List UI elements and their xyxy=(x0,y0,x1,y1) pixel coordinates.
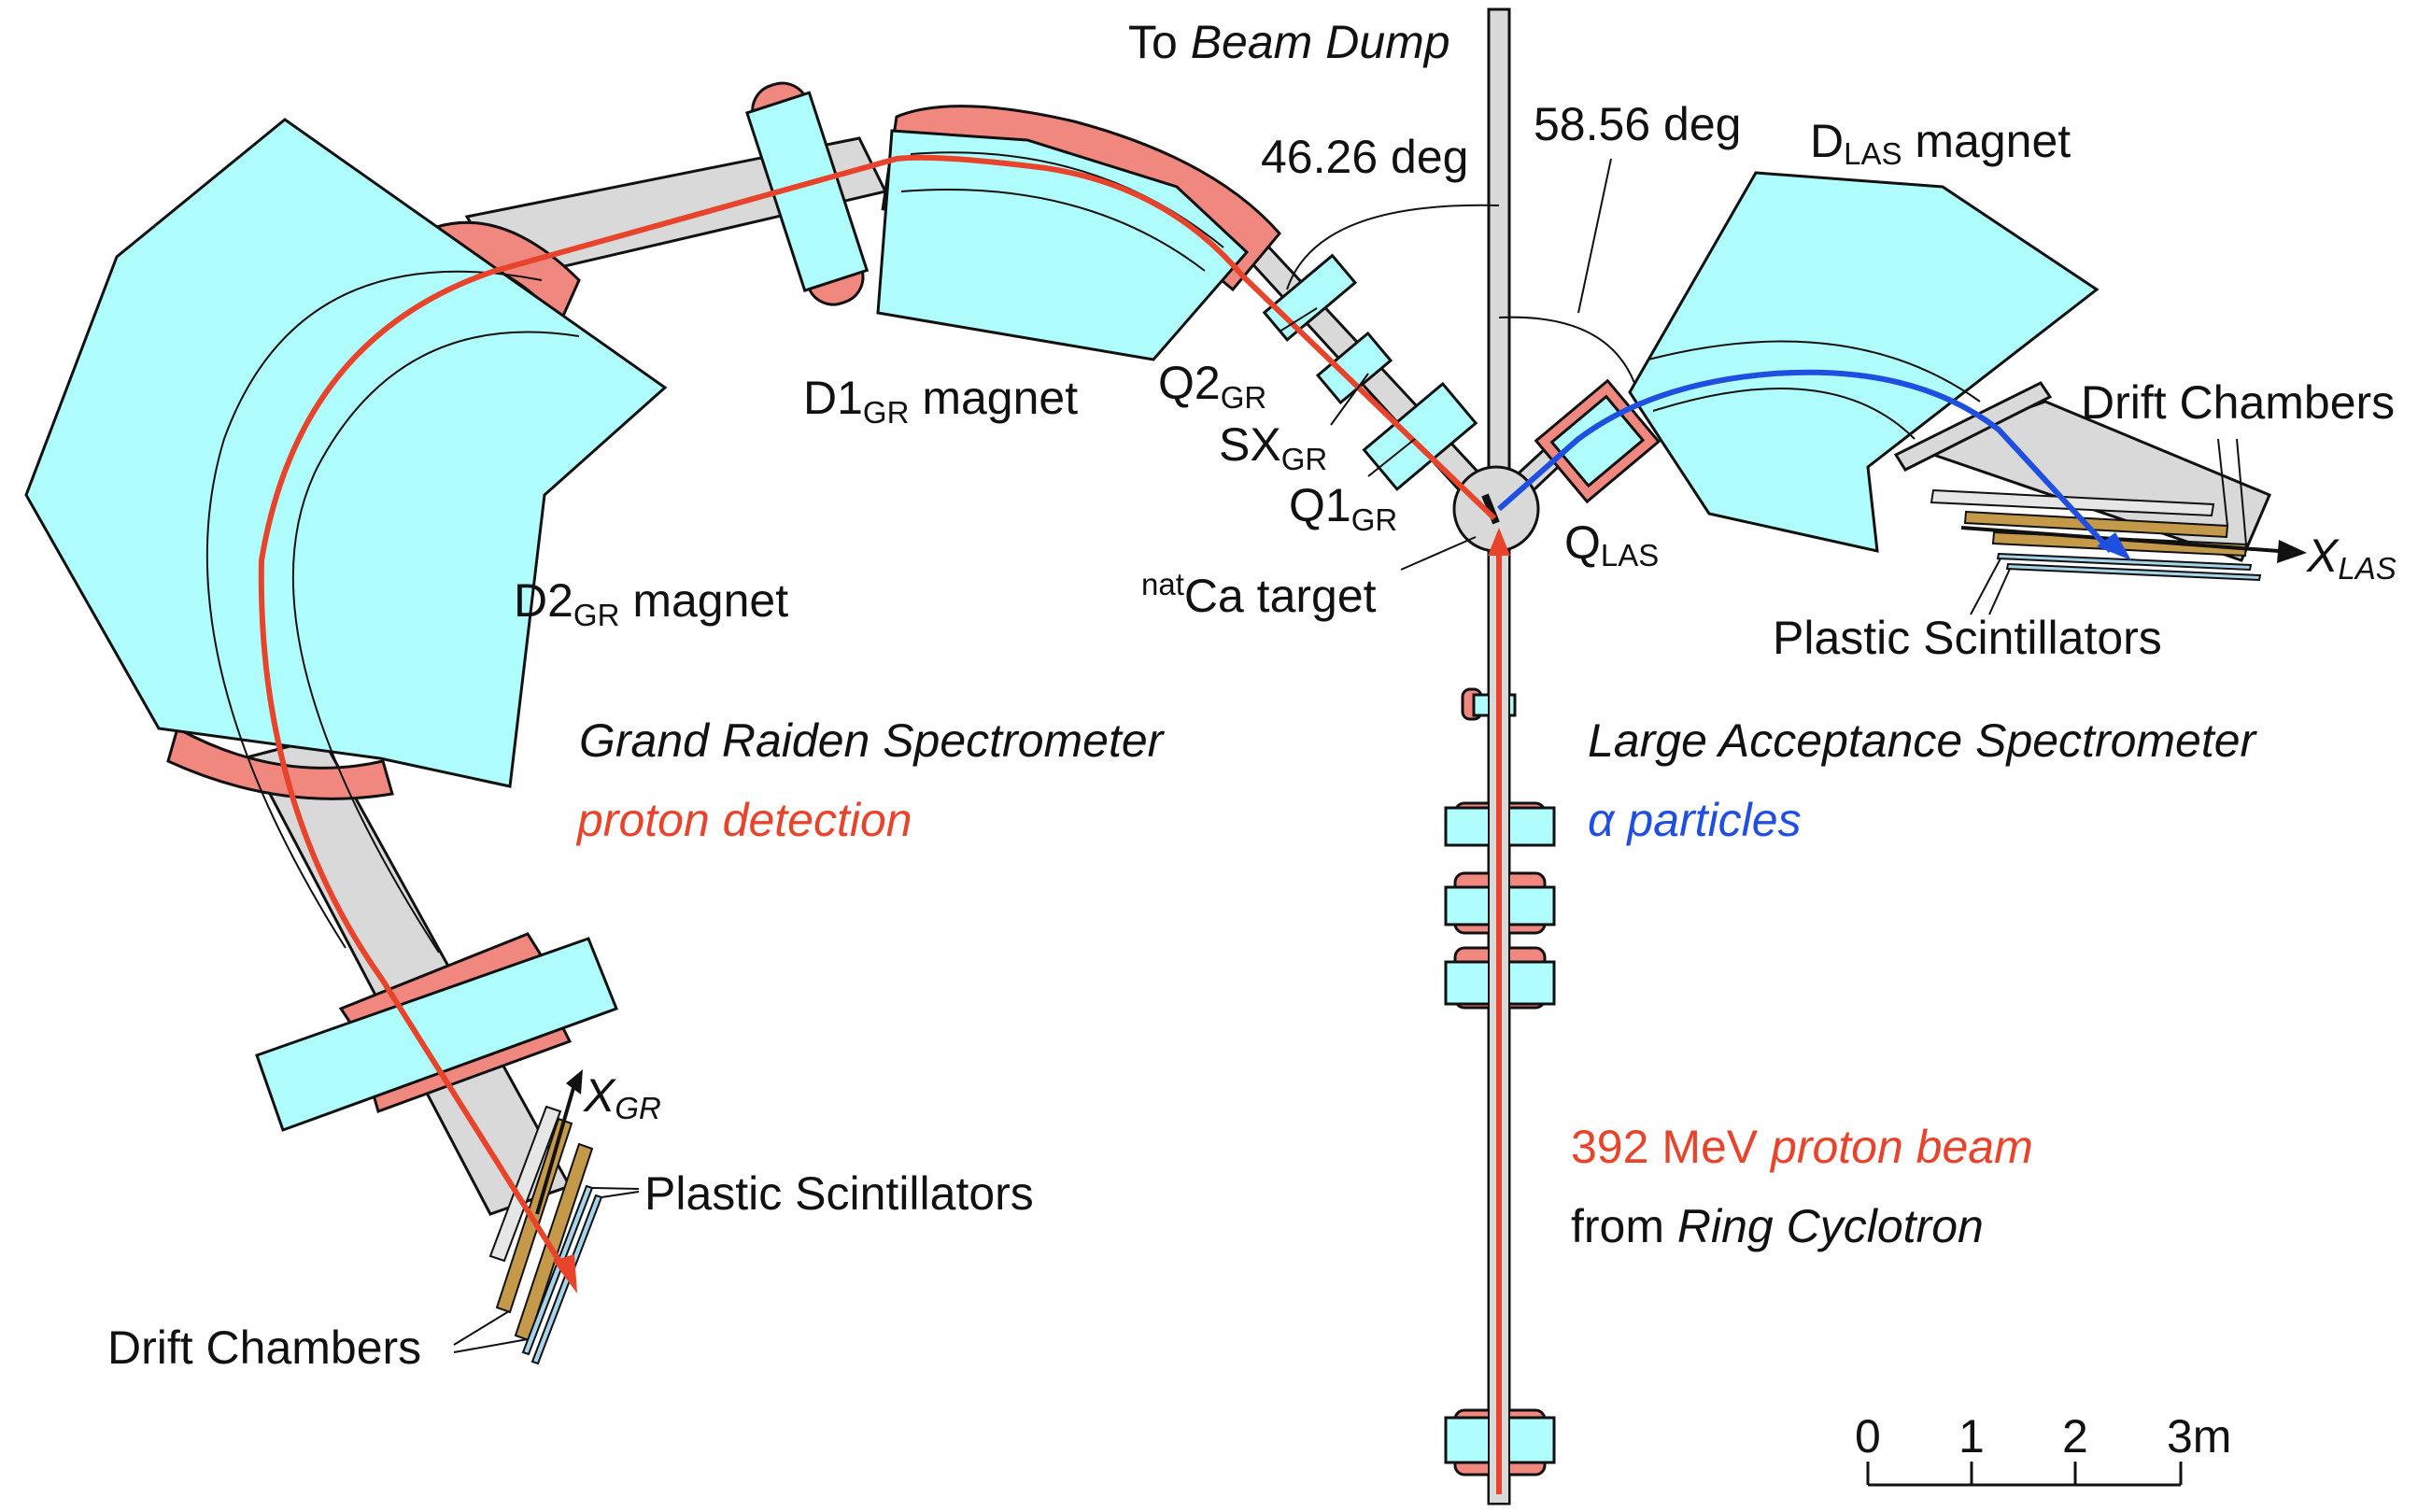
d2-coil-bottom xyxy=(166,726,394,800)
gr-focal-plane xyxy=(488,1069,603,1365)
angle-arc-gr xyxy=(1286,204,1500,290)
d1-entrance-quad xyxy=(744,91,870,292)
scale-0: 0 xyxy=(1855,1410,1881,1463)
alpha-track xyxy=(1497,369,2114,554)
beam-dump-label: To Beam Dump xyxy=(1128,16,1450,68)
angle-las-leader xyxy=(1577,158,1612,314)
gr-drift-chamber-1 xyxy=(495,1117,573,1314)
qlas-label: QLAS xyxy=(1564,516,1659,572)
dlas-exit-window xyxy=(1893,381,2053,472)
q2-label: Q2GR xyxy=(1158,357,1266,415)
gr-spectrometer-label: Grand Raiden Spectrometer xyxy=(579,714,1166,767)
dlas-yoke xyxy=(1628,171,2100,553)
las-detection-label: α particles xyxy=(1588,794,1802,846)
q1-element xyxy=(1362,381,1478,491)
las-spectrometer-label: Large Acceptance Spectrometer xyxy=(1588,714,2258,767)
q1-label: Q1GR xyxy=(1289,479,1397,537)
d1-magnet xyxy=(744,81,1281,361)
beam-energy-label: 392 MeV proton beam xyxy=(1571,1121,2033,1173)
angle-las-label: 58.56 deg xyxy=(1534,98,1741,150)
xlas-label: XLAS xyxy=(2306,530,2397,586)
sx-element xyxy=(1315,331,1393,405)
d2-magnet xyxy=(24,118,668,954)
d1-magnet-label: D1GR magnet xyxy=(803,372,1078,430)
las-window xyxy=(1930,488,2215,517)
d1-pole-arc-2 xyxy=(900,189,1206,272)
d2-magnet-label: D2GR magnet xyxy=(514,574,788,632)
d2-yoke xyxy=(24,118,668,788)
leader-lines xyxy=(453,307,2247,1353)
qlas-core xyxy=(1549,394,1646,488)
drift-las-label: Drift Chambers xyxy=(2081,376,2395,429)
las-drift-chamber-1 xyxy=(1963,510,2229,539)
beam-source-label: from Ring Cyclotron xyxy=(1571,1200,1984,1252)
gr-detection-label: proton detection xyxy=(575,794,912,846)
plastic-gr-label: Plastic Scintillators xyxy=(644,1167,1034,1220)
exit-quad xyxy=(255,937,618,1132)
scale-3: 3m xyxy=(2167,1410,2231,1463)
xgr-axis xyxy=(535,1087,575,1215)
d2-pole-arc-2 xyxy=(291,331,580,954)
xlas-axis xyxy=(1960,526,2280,553)
dlas-pole-arc-2 xyxy=(1652,388,1916,440)
las-scint-2 xyxy=(2005,562,2262,582)
proton-scattered-track xyxy=(258,154,1497,1272)
xgr-arrowhead xyxy=(566,1069,583,1095)
dlas-magnet xyxy=(1628,171,2100,553)
d2-exit-element xyxy=(255,932,618,1132)
gr-drift-chamber-2 xyxy=(514,1142,594,1342)
scale-1: 1 xyxy=(1958,1410,1985,1463)
d1-yoke xyxy=(876,129,1250,361)
dlas-magnet-label: DLAS magnet xyxy=(1810,115,2071,171)
scale-bar xyxy=(1866,1462,2183,1487)
scale-2: 2 xyxy=(2062,1410,2088,1463)
plastic-las-label: Plastic Scintillators xyxy=(1773,612,2162,664)
drift-gr-label: Drift Chambers xyxy=(107,1321,421,1374)
las-scint-1 xyxy=(1996,552,2253,572)
gr-window xyxy=(488,1105,562,1263)
dlas-pole-arc-1 xyxy=(1647,340,1981,403)
proton-scattered-arrowhead xyxy=(553,1254,577,1293)
angle-arc-las xyxy=(1498,316,1635,384)
proton-beam-arrowhead xyxy=(1488,528,1510,556)
xlas-arrowhead xyxy=(2277,540,2307,563)
target-label: natCa target xyxy=(1141,567,1377,622)
angle-gr-label: 46.26 deg xyxy=(1261,131,1468,183)
xgr-label: XGR xyxy=(583,1069,661,1125)
d2-pole-arc-1 xyxy=(205,270,543,949)
sx-label: SXGR xyxy=(1219,418,1327,476)
alpha-arrowhead xyxy=(2097,532,2131,560)
